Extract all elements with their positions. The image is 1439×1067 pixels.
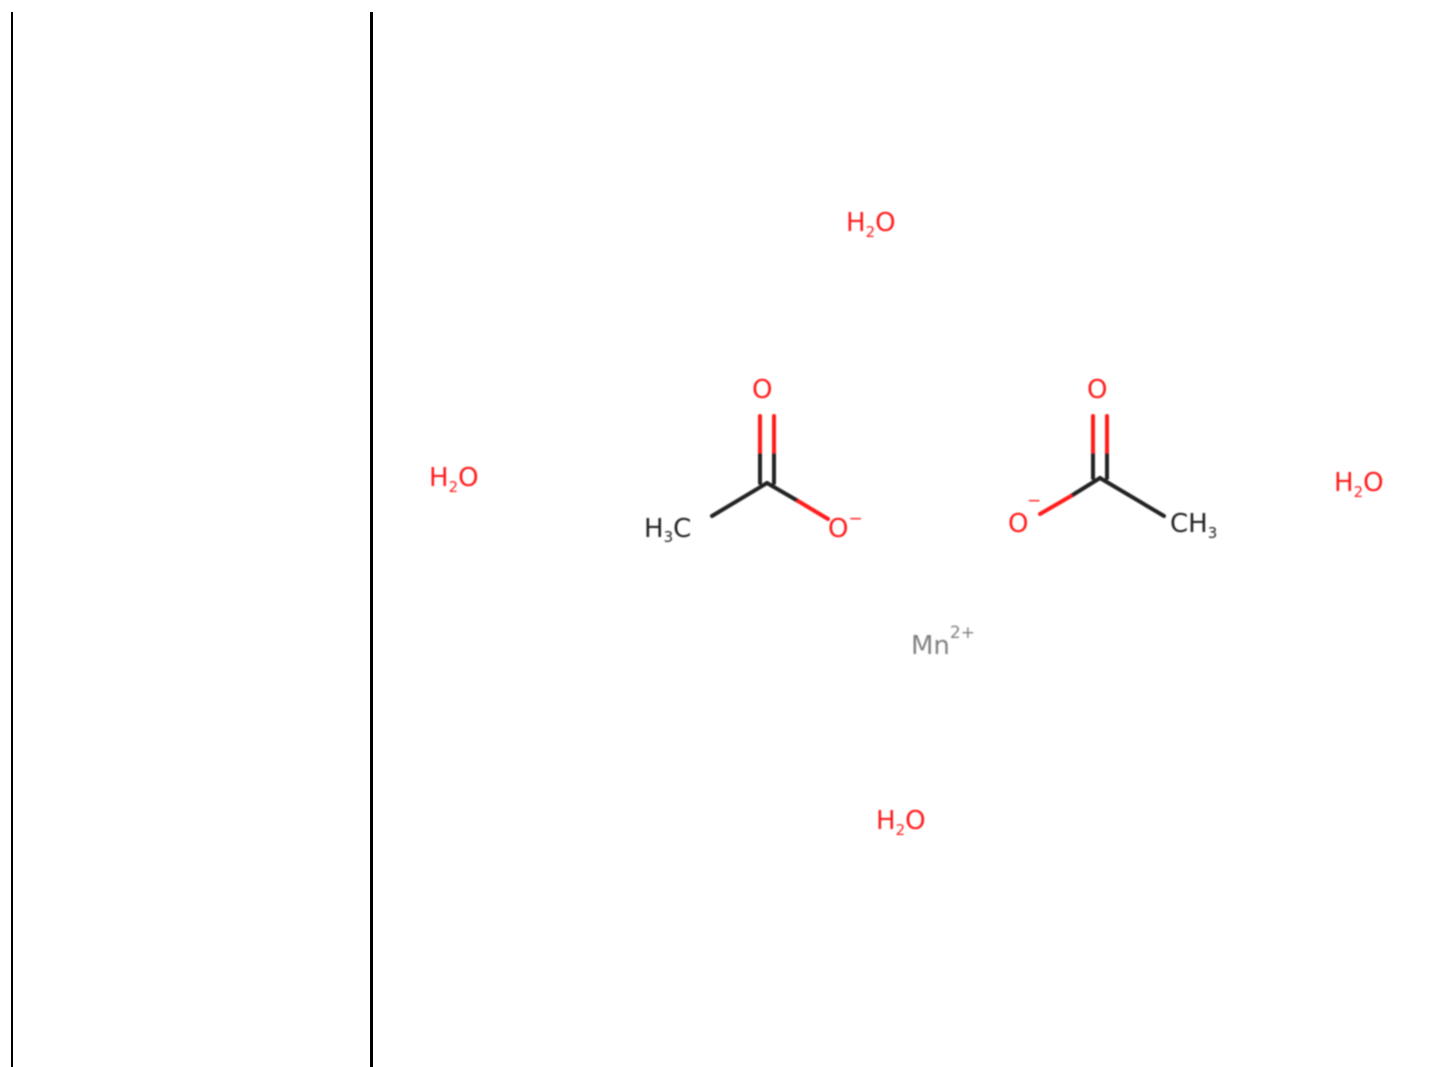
bond-c-o-single-right — [1069, 476, 1102, 498]
acetate-left-methyl: H3C — [644, 514, 691, 546]
acetate-left-bonds — [710, 414, 830, 521]
bond-c-o-single-red-left — [796, 499, 830, 521]
left-border-line — [11, 12, 13, 1067]
acetate-right-anion-o: O — [1008, 509, 1028, 539]
bond-c-o-single-left — [765, 481, 800, 503]
acetate-right-bonds — [1038, 414, 1166, 518]
acetate-right-anion-charge: − — [1027, 491, 1041, 511]
acetate-right-carbonyl-o: O — [1087, 375, 1107, 405]
acetate-left-anion-o: O− — [828, 509, 863, 544]
water-top: H2O — [846, 208, 896, 241]
bond-ch3-c-left — [710, 481, 769, 518]
manganese-ion: Mn2+ — [911, 623, 975, 661]
bond-c-o-single-red-right — [1038, 494, 1073, 516]
bond-c-ch3-right — [1098, 476, 1166, 518]
water-left: H2O — [429, 463, 479, 496]
acetate-right-methyl: CH3 — [1170, 509, 1217, 542]
water-bottom: H2O — [876, 806, 926, 839]
water-right: H2O — [1334, 468, 1384, 501]
panel-divider[interactable] — [370, 12, 373, 1067]
acetate-left-carbonyl-o: O — [752, 375, 772, 405]
